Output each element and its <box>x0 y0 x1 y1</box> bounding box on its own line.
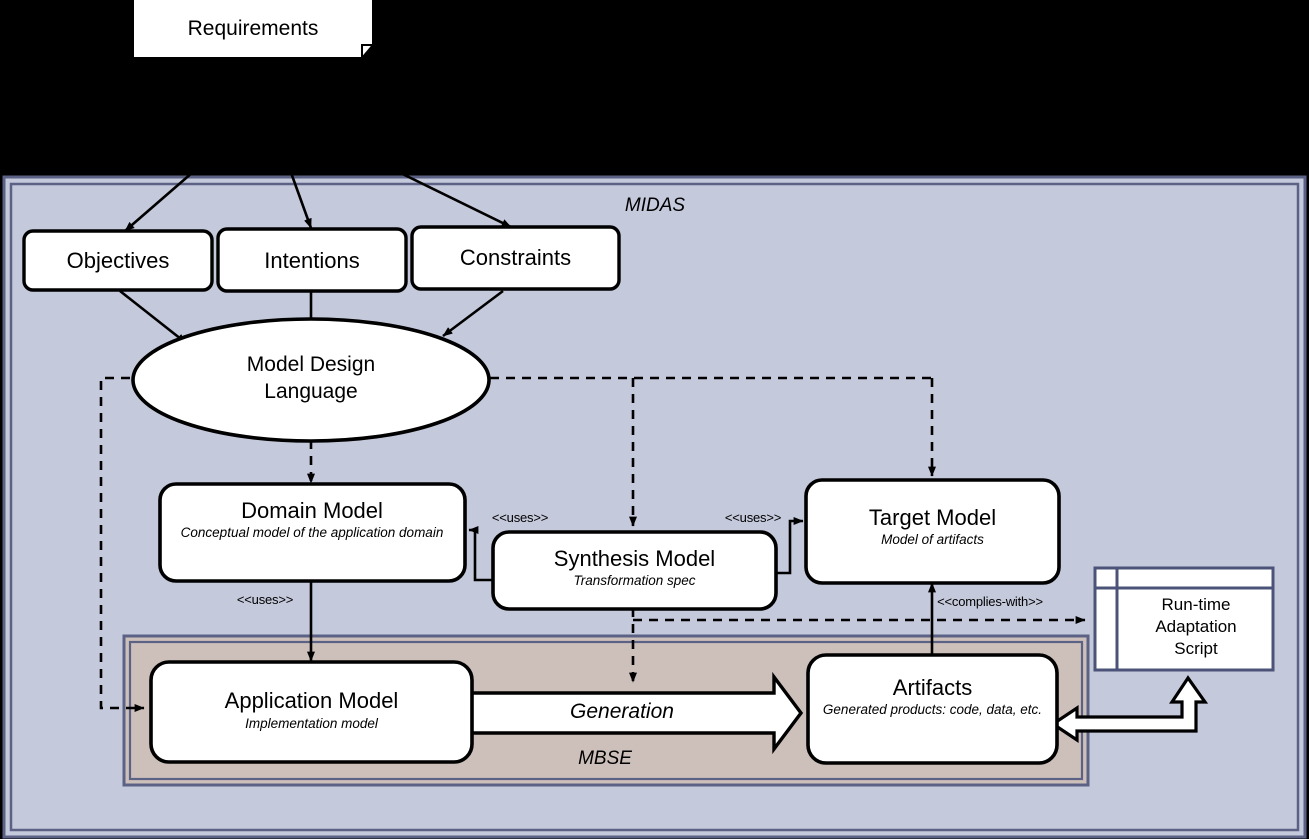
node-intentions[interactable] <box>216 227 408 293</box>
node-synthesis-model[interactable] <box>491 530 778 611</box>
edge-mdl-application <box>99 376 162 712</box>
node-target-model[interactable] <box>804 478 1061 585</box>
edges-requirements <box>124 118 512 232</box>
node-requirements[interactable] <box>132 0 374 59</box>
node-runtime-adaptation-script[interactable] <box>1093 566 1275 672</box>
generation-block-arrow <box>468 671 804 755</box>
node-artifacts[interactable] <box>806 653 1059 765</box>
node-domain-model[interactable] <box>158 482 467 583</box>
edge-mdl-bus <box>490 376 936 527</box>
node-objectives[interactable] <box>22 229 214 292</box>
edge-synthesis-target <box>775 517 804 575</box>
edge-synthesis-domain <box>468 526 493 582</box>
node-application-model[interactable] <box>149 660 474 764</box>
node-constraints[interactable] <box>410 225 621 291</box>
node-model-design-language[interactable] <box>131 317 491 443</box>
